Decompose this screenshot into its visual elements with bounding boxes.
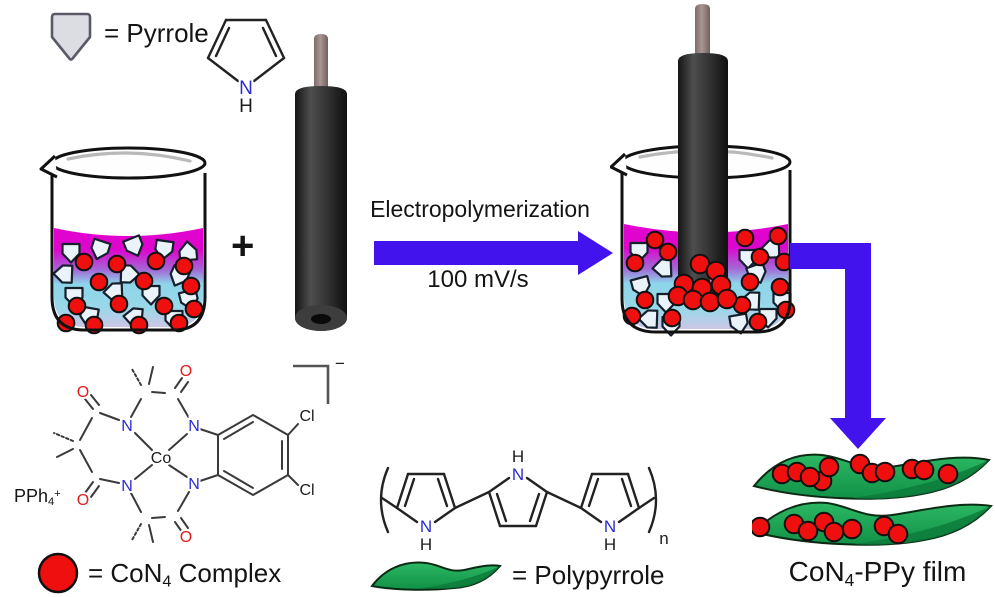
- left-parenthesis: [379, 466, 390, 534]
- nitrogen-atom: N: [121, 478, 133, 495]
- oxygen-atom: O: [180, 529, 192, 546]
- pyrrole-nh-hydrogen: H: [239, 96, 253, 114]
- film-bottom: [752, 501, 994, 546]
- immersed-electrode-body: [678, 53, 728, 301]
- polymer-repeat-subscript: n: [659, 529, 668, 548]
- counterion-text: PPh: [14, 486, 49, 506]
- product-label-suffix: -PPy film: [854, 556, 967, 587]
- con4-complex-icon: [37, 552, 79, 594]
- pyrrole-molecule: N H: [206, 18, 286, 114]
- product-label: CoN4-PPy film: [770, 556, 985, 591]
- electrode-body: [295, 86, 347, 331]
- anion-bracket: [293, 364, 330, 404]
- oxygen-atom: O: [180, 363, 192, 380]
- nitrogen-atom: N: [188, 418, 200, 435]
- carbon-electrode: [295, 34, 347, 331]
- oxygen-atom: O: [77, 492, 89, 509]
- counterion-sub: 4: [48, 496, 55, 509]
- process-label: Electropolymerization: [370, 196, 590, 222]
- monomer-solution-beaker: [39, 146, 207, 335]
- con4-legend-suffix: Complex: [171, 558, 282, 588]
- hydrogen-atom: H: [512, 447, 524, 466]
- scan-rate-label: 100 mV/s: [427, 266, 529, 293]
- beaker-spout: [39, 154, 58, 179]
- electrode-bore-hole: [311, 314, 331, 324]
- beaker-spout: [610, 152, 628, 177]
- immersed-electrode-lead-rod: [695, 4, 710, 56]
- nitrogen-atom: N: [121, 418, 133, 435]
- oxygen-atom: O: [77, 384, 89, 401]
- polypyrrole-legend-label: = Polypyrrole: [512, 560, 665, 590]
- con4-legend-label: = CoN4 Complex: [88, 558, 281, 592]
- chlorine-atom: Cl: [299, 482, 314, 499]
- product-label-prefix: CoN: [788, 556, 845, 587]
- pyrrole-pentagon-icon: [50, 12, 92, 61]
- con4-ppy-films: [752, 453, 994, 546]
- hydrogen-atom: H: [604, 535, 616, 554]
- con4-complex-structure: − Co N N N N O O O O Cl Cl: [53, 352, 347, 548]
- counterion-label: PPh4+: [14, 486, 61, 508]
- anion-charge: −: [335, 354, 345, 373]
- film-top: [752, 453, 991, 500]
- con4-legend-sub: 4: [162, 572, 172, 591]
- to-product-arrow-icon: [790, 243, 886, 449]
- nitrogen-atom: N: [188, 476, 200, 493]
- electropolymerization-arrow-icon: [374, 231, 613, 275]
- nitrogen-atom: N: [512, 465, 524, 484]
- cobalt-atom: Co: [151, 450, 172, 467]
- plus-sign: +: [231, 224, 255, 268]
- hydrogen-atom: H: [420, 535, 432, 554]
- polypyrrole-structure: N H N H N H n: [379, 445, 671, 556]
- right-parenthesis: [647, 466, 658, 534]
- nitrogen-atom: N: [420, 517, 432, 536]
- pyrrole-legend-label: = Pyrrole: [104, 18, 209, 48]
- polypyrrole-film-icon: [370, 561, 502, 591]
- electrode-lead-rod: [314, 34, 328, 88]
- product-label-sub: 4: [844, 569, 855, 590]
- counterion-sup: +: [54, 487, 61, 500]
- chlorine-atom: Cl: [299, 408, 314, 425]
- nitrogen-atom: N: [604, 517, 616, 536]
- pyrrole-nitrogen: N: [239, 78, 253, 99]
- electropolymerization-beaker: [610, 4, 796, 337]
- con4-legend-prefix: = CoN: [88, 558, 163, 588]
